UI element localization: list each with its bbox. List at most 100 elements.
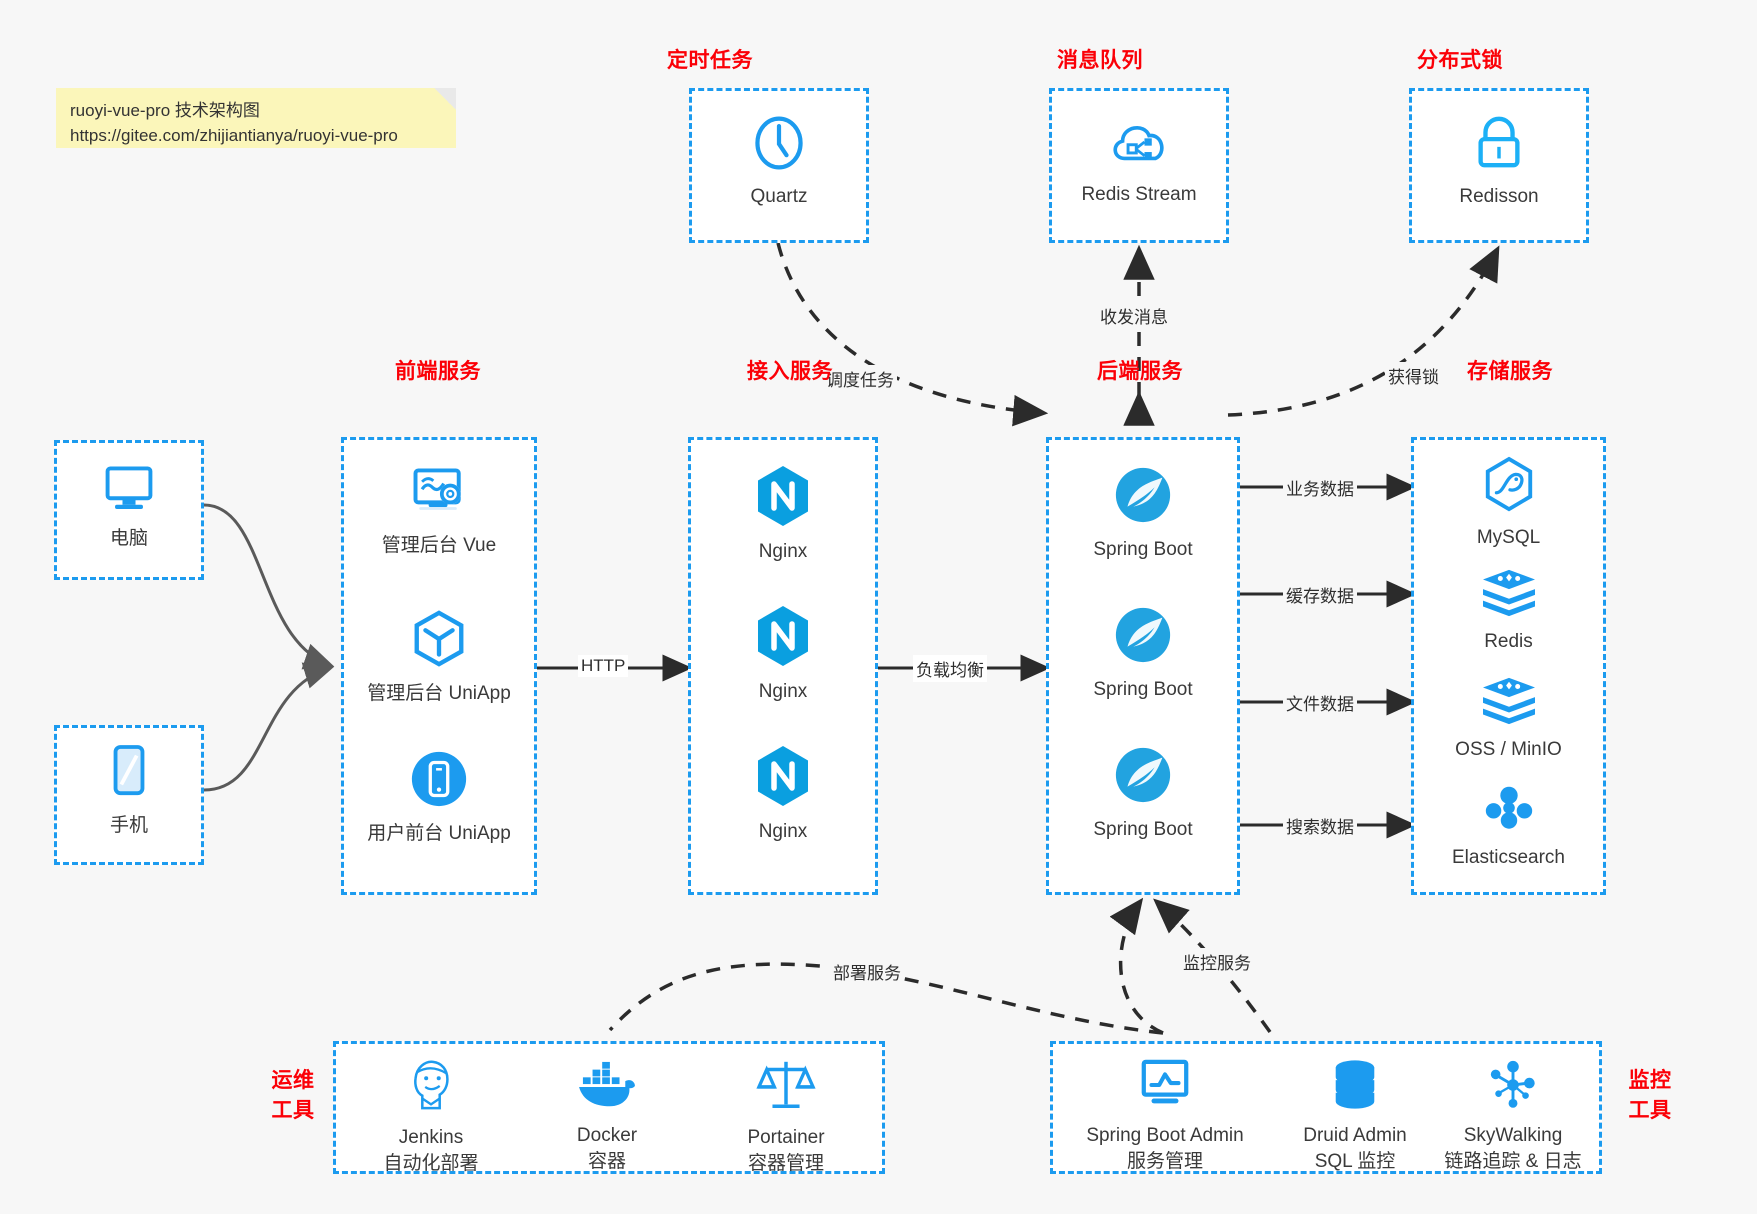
group-title-backend: 后端服务: [1097, 360, 1183, 383]
node-label: Redis Stream: [1081, 184, 1197, 205]
node-sublabel: 服务管理: [1126, 1151, 1203, 1172]
docker-icon: [575, 1060, 639, 1117]
phone-round-icon: [408, 748, 470, 815]
nginx-icon: [754, 744, 812, 813]
skywalking-icon: [1485, 1058, 1541, 1117]
node-admin-uniapp[interactable]: 管理后台 UniApp: [344, 608, 534, 707]
group-title-monitor-line2: 工具: [1628, 1099, 1672, 1122]
node-redisson[interactable]: Redisson: [1412, 113, 1586, 210]
group-title-monitor-line1: 监控: [1628, 1069, 1672, 1092]
node-sublabel: 容器管理: [747, 1153, 824, 1174]
node-jenkins[interactable]: Jenkins 自动化部署: [346, 1056, 516, 1177]
clock-icon: [749, 113, 809, 178]
lock-icon: [1470, 113, 1528, 178]
group-title-devops: 运维 工具: [258, 1066, 328, 1126]
node-label: 管理后台 Vue: [381, 535, 497, 556]
spring-icon: [1112, 744, 1174, 811]
node-redis[interactable]: Redis: [1414, 566, 1603, 655]
diagram-note: ruoyi-vue-pro 技术架构图 https://gitee.com/zh…: [56, 88, 456, 148]
node-docker[interactable]: Docker 容器: [522, 1060, 692, 1175]
group-title-monitor: 监控 工具: [1610, 1066, 1690, 1126]
dashboard-gear-icon: [408, 464, 470, 527]
group-title-scheduler: 定时任务: [667, 49, 753, 72]
group-title-mq: 消息队列: [1057, 49, 1143, 72]
node-spring-boot-admin[interactable]: Spring Boot Admin 服务管理: [1065, 1058, 1265, 1175]
spring-icon: [1112, 464, 1174, 531]
node-label: Nginx: [758, 821, 808, 842]
group-box-lock: Redisson: [1409, 88, 1589, 243]
node-spring-boot-1[interactable]: Spring Boot: [1049, 464, 1237, 563]
group-title-lock: 分布式锁: [1417, 49, 1503, 72]
node-redis-stream[interactable]: Redis Stream: [1052, 113, 1226, 208]
mobile-icon: [104, 742, 154, 807]
node-spring-boot-3[interactable]: Spring Boot: [1049, 744, 1237, 843]
edge-label-http: HTTP: [578, 655, 629, 677]
node-nginx-1[interactable]: Nginx: [691, 464, 875, 565]
group-box-mq: Redis Stream: [1049, 88, 1229, 243]
group-title-devops-line2: 工具: [271, 1099, 315, 1122]
node-label: Spring Boot: [1093, 819, 1193, 840]
node-label: SkyWalking: [1463, 1125, 1563, 1146]
group-box-frontend: 管理后台 Vue 管理后台 UniApp 用户前台 UniApp: [341, 437, 537, 895]
edge-label-load-balance: 负载均衡: [913, 655, 987, 682]
node-mobile[interactable]: 手机: [57, 742, 201, 839]
node-druid-admin[interactable]: Druid Admin SQL 监控: [1265, 1058, 1445, 1175]
node-label: 管理后台 UniApp: [367, 683, 511, 704]
node-sublabel: 容器: [587, 1151, 626, 1172]
node-nginx-2[interactable]: Nginx: [691, 604, 875, 705]
node-label: 电脑: [109, 528, 148, 549]
node-user-uniapp[interactable]: 用户前台 UniApp: [344, 748, 534, 847]
portainer-icon: [755, 1056, 817, 1119]
node-label: 用户前台 UniApp: [367, 823, 511, 844]
node-label: Spring Boot: [1093, 679, 1193, 700]
edge-label-deploy-service: 部署服务: [830, 958, 904, 985]
node-admin-vue[interactable]: 管理后台 Vue: [344, 464, 534, 559]
node-label: Nginx: [758, 681, 808, 702]
node-label: Druid Admin: [1303, 1125, 1407, 1146]
group-title-gateway: 接入服务: [747, 360, 833, 383]
node-label: Nginx: [758, 541, 808, 562]
node-desktop[interactable]: 电脑: [57, 461, 201, 552]
group-box-devops: Jenkins 自动化部署 Docker 容器: [333, 1041, 885, 1174]
node-spring-boot-2[interactable]: Spring Boot: [1049, 604, 1237, 703]
node-quartz[interactable]: Quartz: [692, 113, 866, 210]
database-icon: [1327, 1058, 1383, 1117]
desktop-icon: [100, 461, 158, 520]
group-title-storage: 存储服务: [1467, 360, 1553, 383]
edge-label-file-data: 文件数据: [1283, 689, 1357, 716]
group-box-scheduler: Quartz: [689, 88, 869, 243]
cube-icon: [409, 608, 469, 675]
node-label: Redis: [1484, 631, 1533, 652]
node-mysql[interactable]: MySQL: [1414, 456, 1603, 551]
node-sublabel: SQL 监控: [1314, 1151, 1396, 1172]
node-label: Redisson: [1459, 186, 1539, 207]
jenkins-icon: [403, 1056, 459, 1119]
note-url: https://gitee.com/zhijiantianya/ruoyi-vu…: [70, 126, 398, 145]
edge-label-cache-data: 缓存数据: [1283, 581, 1357, 608]
edge-label-acquire-lock: 获得锁: [1385, 362, 1442, 389]
node-oss-minio[interactable]: OSS / MinIO: [1414, 674, 1603, 763]
spring-icon: [1112, 604, 1174, 671]
node-sublabel: 链路追踪 & 日志: [1444, 1151, 1582, 1172]
group-box-backend: Spring Boot Spring Boot Spring Boot: [1046, 437, 1240, 895]
nginx-icon: [754, 604, 812, 673]
node-label: Portainer: [747, 1127, 825, 1148]
nginx-icon: [754, 464, 812, 533]
node-elasticsearch[interactable]: Elasticsearch: [1414, 778, 1603, 871]
redis-icon: [1479, 566, 1539, 623]
node-label: MySQL: [1476, 527, 1541, 548]
mysql-icon: [1481, 456, 1537, 519]
group-box-monitor: Spring Boot Admin 服务管理 Druid Admin SQL 监…: [1050, 1041, 1602, 1174]
edge-label-schedule-task: 调度任务: [823, 365, 897, 392]
group-title-frontend: 前端服务: [395, 360, 481, 383]
edge-label-search-data: 搜索数据: [1283, 812, 1357, 839]
node-label: Docker: [576, 1125, 638, 1146]
group-box-storage: MySQL Redis: [1411, 437, 1606, 895]
oss-icon: [1479, 674, 1539, 731]
node-label: Spring Boot Admin: [1086, 1125, 1244, 1146]
node-nginx-3[interactable]: Nginx: [691, 744, 875, 845]
client-box-desktop: 电脑: [54, 440, 204, 580]
note-fold-corner: [434, 88, 456, 110]
node-skywalking[interactable]: SkyWalking 链路追踪 & 日志: [1423, 1058, 1603, 1175]
node-portainer[interactable]: Portainer 容器管理: [696, 1056, 876, 1177]
